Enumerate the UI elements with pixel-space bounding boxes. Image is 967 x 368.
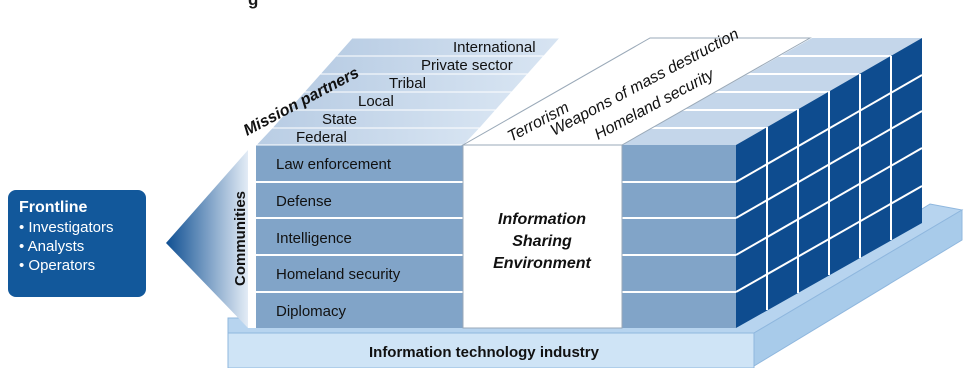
community-label: Diplomacy — [276, 303, 347, 320]
frontline-item: Analysts — [19, 237, 146, 256]
mission-slab-top — [461, 37, 812, 146]
frontline-box: Frontline Investigators Analysts Operato… — [8, 190, 146, 297]
mission-partner-strips — [254, 37, 922, 146]
mission-partner-labels: Federal State Local Tribal Private secto… — [296, 39, 536, 146]
center-label-line: Sharing — [512, 233, 572, 250]
community-label: Homeland security — [276, 266, 401, 283]
mission-partner-label: State — [322, 111, 357, 128]
base-label: Information technology industry — [369, 344, 600, 361]
frontline-list: Investigators Analysts Operators — [19, 218, 146, 275]
community-label: Intelligence — [276, 230, 352, 247]
ise-center-label: Information Sharing Environment — [493, 211, 591, 272]
mission-partner-label: Private sector — [421, 57, 513, 74]
community-label: Law enforcement — [276, 156, 392, 173]
center-label-line: Environment — [493, 255, 591, 272]
ise-center-panel — [462, 144, 623, 329]
diagram-title-fragment: g — [248, 0, 258, 10]
mission-partner-label: Federal — [296, 129, 347, 146]
cube-right-face — [735, 38, 923, 328]
center-label-line: Information — [498, 211, 586, 228]
frontline-item: Operators — [19, 256, 146, 275]
communities-rows: Law enforcement Defense Intelligence Hom… — [276, 156, 401, 320]
community-label: Defense — [276, 193, 332, 210]
communities-cone — [166, 150, 248, 328]
frontline-item: Investigators — [19, 218, 146, 237]
mission-partner-label: Tribal — [389, 75, 426, 92]
communities-axis-label: Communities — [232, 191, 249, 286]
mission-partner-label: Local — [358, 93, 394, 110]
frontline-heading: Frontline — [19, 199, 88, 216]
mission-partner-label: International — [453, 39, 536, 56]
